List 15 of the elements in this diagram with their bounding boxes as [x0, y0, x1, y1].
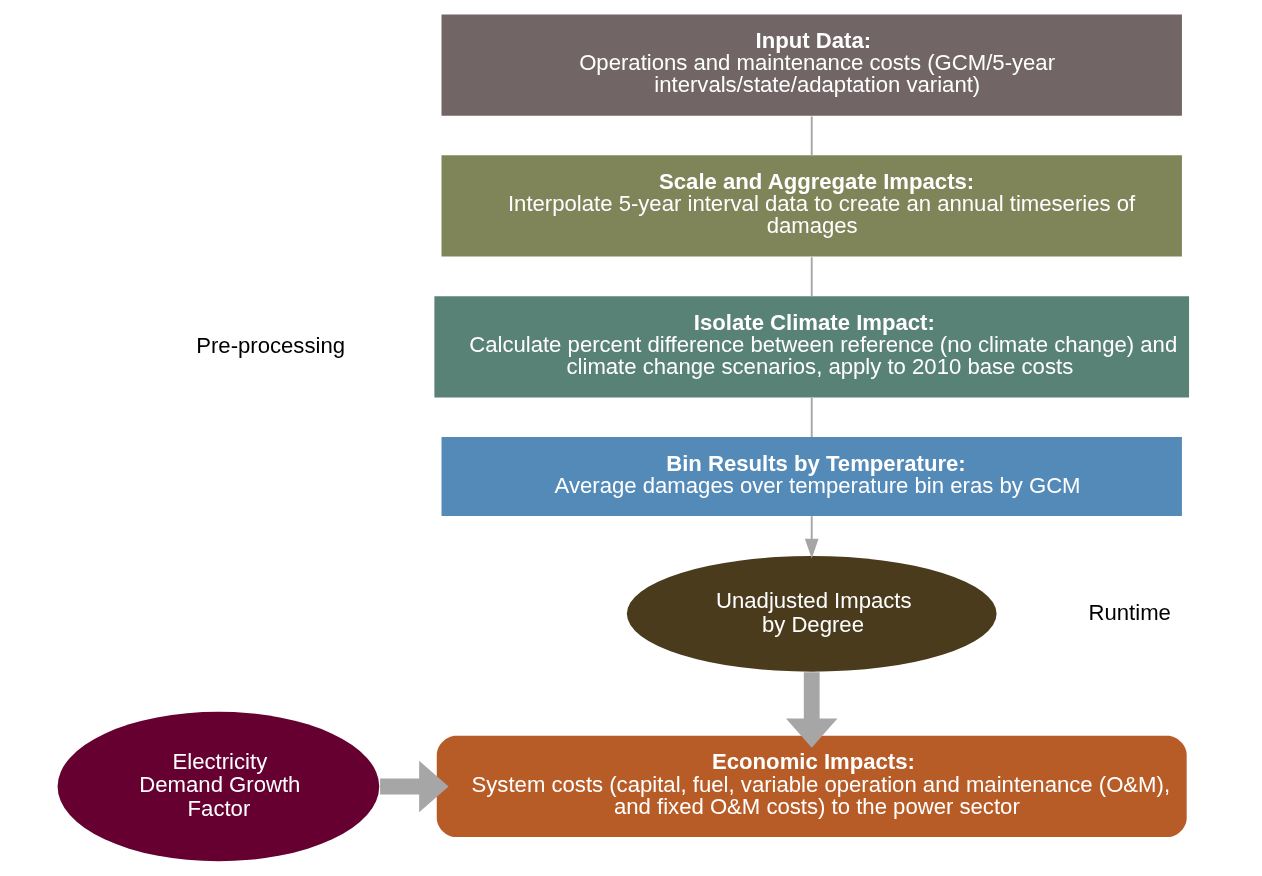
label: Pre-processing — [195, 332, 345, 358]
arrow — [379, 760, 449, 813]
connector — [810, 115, 813, 157]
node-box: Scale and Aggregate Impacts: Interpolate 5-year interval data to create an annual timeseries of damages — [441, 155, 1182, 257]
arrow — [785, 672, 837, 748]
connector — [810, 256, 813, 297]
node-ellipse: Electricity Demand Growth Factor — [57, 711, 379, 862]
node-ellipse: Unadjusted Impacts by Degree — [626, 556, 997, 672]
node-box: Bin Results by Temperature: Average damages over temperature bin eras by GCM — [441, 437, 1182, 517]
node-box: Economic Impacts: System costs (capital, fuel, variable operation and maintenance (O&M), and fixed O&M costs) to the power sector — [436, 735, 1187, 838]
label: Runtime — [1088, 599, 1171, 625]
node-box: Isolate Climate Impact: Calculate percent difference between reference (no climate change) and climate change scenarios, apply to 2010 base costs — [433, 296, 1189, 398]
node-box: Input Data: Operations and maintenance costs (GCM/5-year intervals/state/adaptation variant) — [441, 14, 1182, 116]
connector — [810, 396, 813, 438]
arrow — [804, 515, 819, 559]
